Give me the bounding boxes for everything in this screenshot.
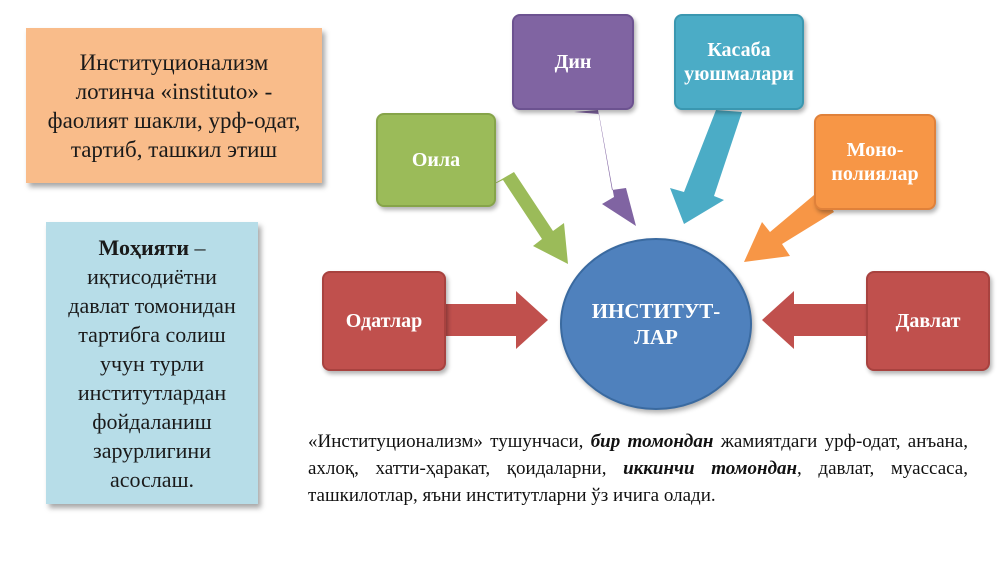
paragraph-text: жамиятдаги урф-одат, анъана, ахлоқ, хатт… [308, 431, 968, 479]
node-davlat-label: Давлат [895, 310, 961, 332]
node-odatlar-label: Одатлар [345, 310, 423, 332]
node-monopoliyalar: Моно-полиялар [814, 114, 936, 210]
node-davlat: Давлат [866, 271, 990, 371]
paragraph-text: «Институционализм» тушунчаси, [308, 431, 591, 452]
paragraph-emphasis: иккинчи томондан [623, 458, 798, 479]
definition-line: фаолият шакли, урф-одат, [47, 107, 301, 133]
arrow-odatlar [446, 291, 548, 349]
definition-line: лотинча «instituto» - [75, 78, 273, 104]
arrow-oila [490, 172, 568, 264]
paragraph-text: , давлат, муассаса, ташкилотлар, яъни ин… [308, 458, 968, 506]
essence-text: иқтисодиётни давлат томонидан тартибга с… [68, 263, 236, 492]
arrow-din [574, 110, 636, 226]
node-odatlar: Одатлар [322, 271, 446, 371]
definition-line: тартиб, ташкил этиш [70, 136, 278, 162]
arrow-kasaba [670, 110, 742, 224]
definition-box: Институционализм лотинча «instituto» - ф… [26, 28, 322, 183]
essence-box: Моҳияти – иқтисодиётни давлат томонидан … [46, 222, 258, 504]
center-institutlar: ИНСТИТУТ-ЛАР [560, 238, 752, 410]
essence-title-dash: – [189, 234, 206, 260]
node-kasaba: Касаба уюшмалари [674, 14, 804, 110]
description-paragraph: «Институционализм» тушунчаси, бир томонд… [308, 428, 968, 509]
node-monopoliyalar-label: Моно-полиялар [831, 139, 919, 185]
node-din-label: Дин [554, 51, 592, 73]
definition-line: Институционализм [79, 49, 269, 75]
node-oila-label: Оила [411, 149, 461, 171]
center-label: ИНСТИТУТ-ЛАР [591, 299, 721, 349]
node-din: Дин [512, 14, 634, 110]
paragraph-emphasis: бир томондан [590, 431, 714, 452]
arrow-monopoliyalar [744, 190, 834, 262]
node-kasaba-label: Касаба уюшмалари [684, 39, 794, 85]
essence-title: Моҳияти [98, 234, 190, 260]
node-oila: Оила [376, 113, 496, 207]
arrow-davlat [762, 291, 866, 349]
